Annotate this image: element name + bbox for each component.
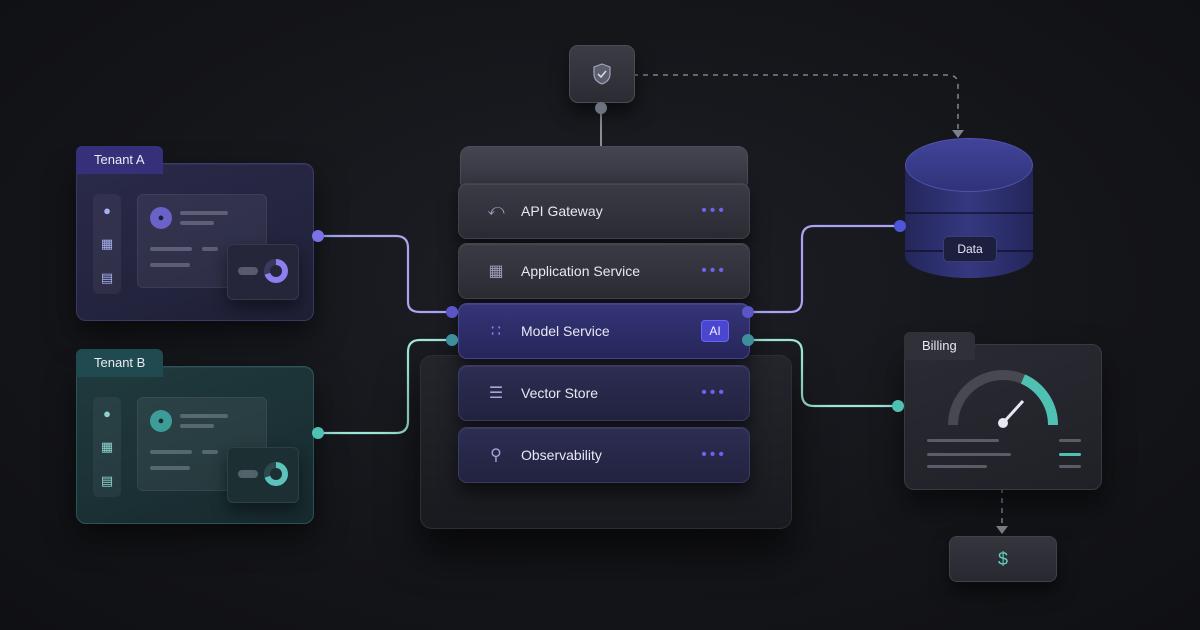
layer-vector-store[interactable]: ☰ Vector Store •••: [458, 365, 750, 421]
more-options-icon[interactable]: •••: [701, 446, 727, 463]
shield-icon: [593, 63, 611, 85]
text-placeholder-line: [150, 450, 192, 454]
connector-nub: [892, 400, 904, 412]
tenant-a-tab[interactable]: Tenant A: [76, 146, 163, 174]
tenant-a-usage-widget: [227, 244, 299, 300]
wire-billing: [748, 338, 898, 408]
text-placeholder-line: [150, 247, 192, 251]
layer-observability[interactable]: ⚲ Observability •••: [458, 427, 750, 483]
more-options-icon[interactable]: •••: [701, 202, 727, 219]
stack-top-cap: [460, 146, 748, 188]
database-top: [905, 138, 1033, 192]
connector-nub: [446, 334, 458, 346]
bar-chart-icon[interactable]: ▤: [100, 269, 114, 285]
ai-badge: AI: [701, 320, 729, 342]
billing-tab[interactable]: Billing: [904, 332, 975, 360]
more-options-icon[interactable]: •••: [701, 262, 727, 279]
layer-label: Vector Store: [521, 385, 599, 401]
layer-application-service[interactable]: ▦ Application Service •••: [458, 243, 750, 299]
apps-grid-icon: ▦: [488, 263, 504, 280]
arrow-head-dollar: [996, 526, 1008, 534]
connector-nub: [742, 306, 754, 318]
arrow-head-data: [952, 130, 964, 138]
tenant-b-card[interactable]: ● ▦ ▤ ●: [76, 366, 314, 524]
text-placeholder-line: [180, 414, 228, 418]
tenant-a-sidebar: ● ▦ ▤: [93, 194, 121, 294]
connector-nub: [312, 427, 324, 439]
more-options-icon[interactable]: •••: [701, 384, 727, 401]
text-placeholder-line: [180, 211, 228, 215]
connector-nub: [894, 220, 906, 232]
tenant-b-sidebar: ● ▦ ▤: [93, 397, 121, 497]
avatar-icon: ●: [150, 207, 172, 229]
security-shield-box[interactable]: [569, 45, 635, 103]
grid-icon[interactable]: ▦: [100, 439, 114, 455]
avatar-icon: ●: [150, 410, 172, 432]
tenant-b-usage-widget: [227, 447, 299, 503]
layer-api-gateway[interactable]: ⤺ API Gateway •••: [458, 183, 750, 239]
text-placeholder-line: [180, 424, 214, 428]
layer-model-service[interactable]: ∷ Model Service AI: [458, 303, 750, 359]
tenant-a-card[interactable]: ● ▦ ▤ ●: [76, 163, 314, 321]
donut-chart-icon: [264, 462, 288, 486]
dollar-icon: $: [997, 548, 1008, 569]
user-icon[interactable]: ●: [103, 406, 111, 422]
database-label: Data: [943, 236, 997, 262]
text-placeholder-line: [150, 466, 190, 470]
payment-box[interactable]: $: [949, 536, 1057, 582]
connector-nub: [446, 306, 458, 318]
cloud-icon: [238, 470, 258, 478]
text-placeholder-line: [150, 263, 190, 267]
wire-tenant-b: [318, 338, 458, 435]
gauge-icon: [927, 370, 1081, 468]
text-placeholder-line: [202, 247, 218, 251]
layer-label: Application Service: [521, 263, 641, 279]
grid-icon[interactable]: ▦: [100, 236, 114, 252]
text-placeholder-line: [202, 450, 218, 454]
bar-chart-icon[interactable]: ▤: [100, 472, 114, 488]
wire-tenant-a: [318, 234, 458, 314]
tenant-b-tab[interactable]: Tenant B: [76, 349, 164, 377]
layer-label: Model Service: [521, 323, 610, 339]
wire-database: [748, 224, 900, 314]
layer-label: Observability: [521, 447, 602, 463]
neural-dots-icon: ∷: [490, 323, 502, 340]
magnifier-icon: ⚲: [490, 447, 502, 464]
connector-nub: [742, 334, 754, 346]
database-cylinder[interactable]: Data: [905, 138, 1033, 298]
donut-chart-icon: [264, 259, 288, 283]
layer-label: API Gateway: [521, 203, 603, 219]
text-placeholder-line: [180, 221, 214, 225]
database-ring: [905, 212, 1033, 214]
billing-card[interactable]: [904, 344, 1102, 490]
layers-icon: ☰: [488, 385, 504, 402]
cloud-icon: [238, 267, 258, 275]
connector-nub: [312, 230, 324, 242]
user-icon[interactable]: ●: [103, 203, 111, 219]
share-icon: ⤺: [487, 202, 505, 219]
wire-security-data: [633, 74, 959, 132]
connector-nub: [595, 102, 607, 114]
